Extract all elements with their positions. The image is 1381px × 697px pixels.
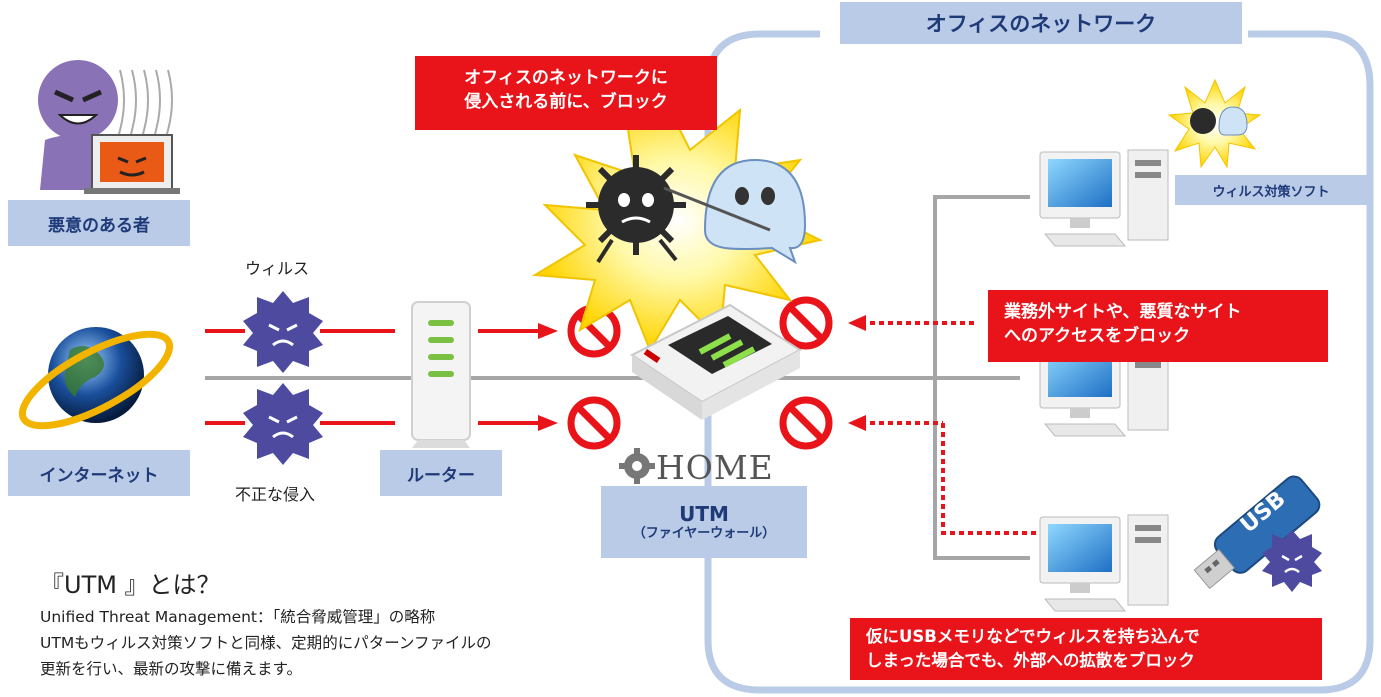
attacker-icon — [38, 60, 180, 194]
explain-line1: Unified Threat Management：「統合脅威管理」の略称 — [40, 608, 436, 626]
pc-icon-1 — [1039, 149, 1169, 247]
virus-label: ウィルス — [245, 259, 310, 278]
callout-block-before-line1: オフィスのネットワークに — [464, 68, 668, 88]
internet-globe-icon — [18, 327, 174, 430]
callout-site-block-line2: へのアクセスをブロック — [1004, 326, 1191, 346]
router-label: ルーター — [380, 450, 502, 496]
antivirus-label: ウィルス対策ソフト — [1175, 175, 1367, 205]
black-virus-icon — [586, 155, 686, 264]
callout-site-block-line1: 業務外サイトや、悪質なサイト — [1004, 302, 1242, 322]
utm-brand-logo: HOME — [656, 448, 774, 487]
block-sign-3 — [779, 296, 833, 350]
guard-ghost-icon — [663, 158, 807, 265]
block-signs — [567, 296, 833, 450]
internet-label: インターネット — [8, 450, 190, 496]
office-title: オフィスのネットワーク — [840, 2, 1242, 44]
callout-site-block: 業務外サイトや、悪質なサイト へのアクセスをブロック — [988, 290, 1328, 362]
callout-block-before: オフィスのネットワークに 侵入される前に、ブロック — [415, 56, 717, 130]
block-sign-2 — [567, 396, 621, 450]
usb-stick-icon — [1193, 475, 1321, 590]
attack-lines — [205, 323, 558, 431]
intrusion-label: 不正な侵入 — [235, 485, 316, 504]
antivirus-burst-icon — [1167, 78, 1262, 169]
block-sign-4 — [779, 396, 833, 450]
home-logo-mark-icon — [619, 448, 655, 484]
callout-usb-block-line2: しまった場合でも、外部への拡散をブロック — [866, 651, 1195, 670]
callout-block-before-line2: 侵入される前に、ブロック — [464, 92, 668, 112]
router-icon — [411, 301, 471, 448]
pc-icon-3 — [1039, 514, 1169, 612]
dotted-arrows — [870, 321, 1040, 535]
purple-virus-icon-3 — [1262, 530, 1322, 592]
purple-virus-icon-1 — [243, 291, 323, 373]
purple-virus-icon-2 — [243, 383, 323, 465]
utm-label-box: UTM （ファイヤーウォール） — [601, 486, 807, 558]
explain-line2: UTMもウィルス対策ソフトと同様、定期的にパターンファイルの — [40, 634, 492, 652]
utm-title: UTM — [679, 502, 729, 527]
callout-usb-block: 仮にUSBメモリなどでウィルスを持ち込んで しまった場合でも、外部への拡散をブロ… — [850, 618, 1322, 680]
explain-heading: 『UTM 』とは？ — [40, 571, 221, 599]
explain-line3: 更新を行い、最新の攻撃に備えます。 — [40, 660, 302, 678]
callout-usb-block-line1: 仮にUSBメモリなどでウィルスを持ち込んで — [866, 627, 1200, 646]
network-lines — [205, 195, 1030, 560]
utm-subtitle: （ファイヤーウォール） — [632, 526, 776, 542]
attacker-label: 悪意のある者 — [8, 200, 190, 246]
office-boundary — [704, 30, 1374, 694]
utm-device-icon — [630, 303, 802, 420]
